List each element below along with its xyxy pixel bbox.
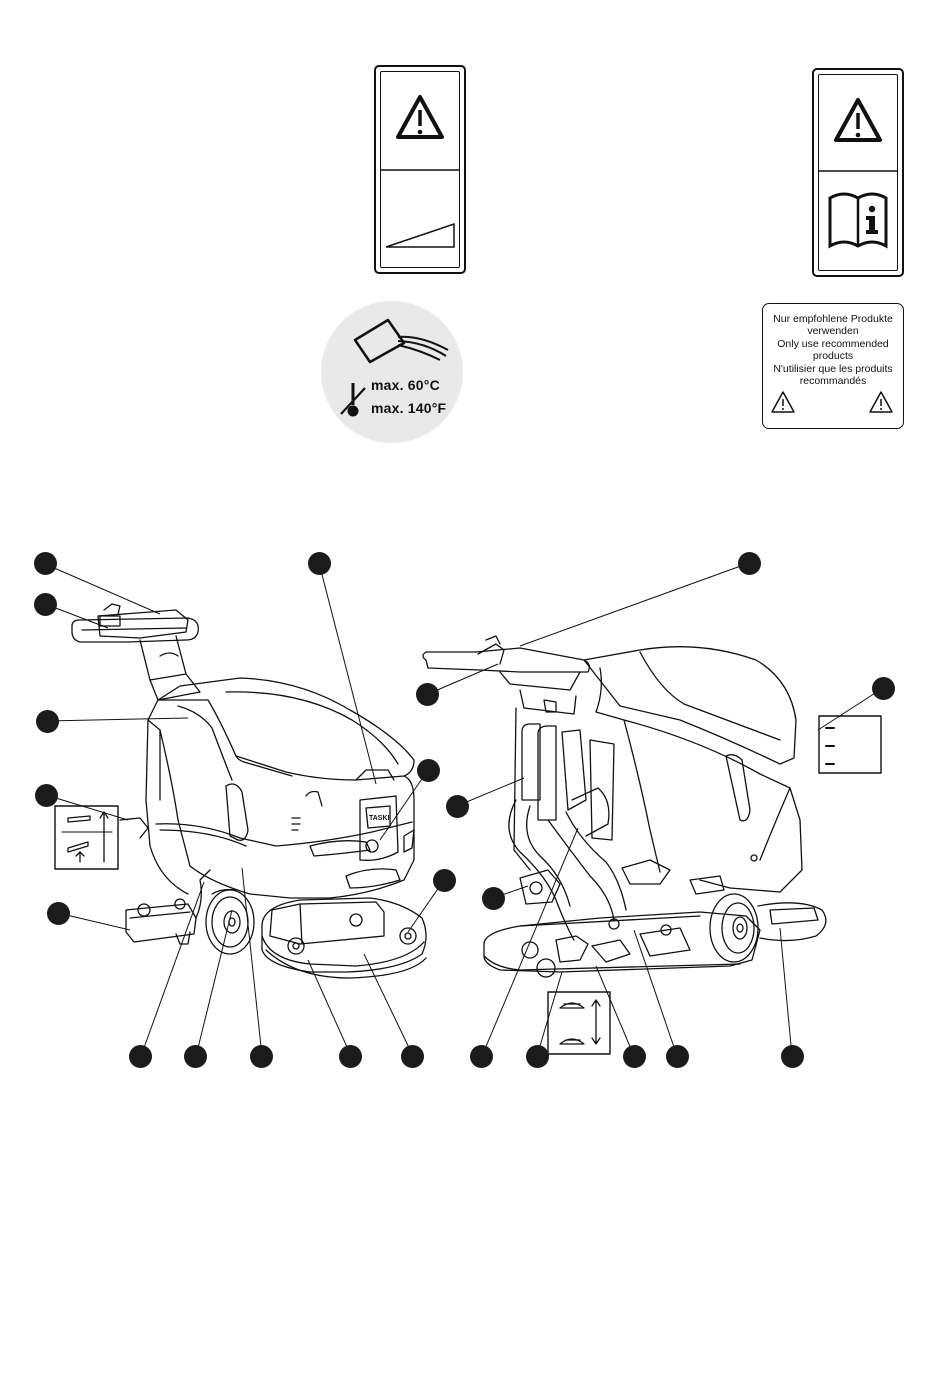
- callout-marker: [417, 759, 440, 782]
- callout-marker: [308, 552, 331, 575]
- callout-marker: [446, 795, 469, 818]
- callout-marker: [401, 1045, 424, 1068]
- callout-marker: [36, 710, 59, 733]
- callout-marker: [184, 1045, 207, 1068]
- callout-marker: [623, 1045, 646, 1068]
- callout-marker: [35, 784, 58, 807]
- callout-marker: [781, 1045, 804, 1068]
- callout-marker: [470, 1045, 493, 1068]
- callout-marker: [666, 1045, 689, 1068]
- callout-marker: [433, 869, 456, 892]
- callout-marker: [129, 1045, 152, 1068]
- callout-marker: [482, 887, 505, 910]
- callout-marker: [526, 1045, 549, 1068]
- machine-brand-badge: TASKI: [369, 815, 390, 822]
- callout-marker: [872, 677, 895, 700]
- callout-marker: [416, 683, 439, 706]
- left-machine: [55, 604, 426, 978]
- callout-marker: [47, 902, 70, 925]
- callout-marker: [34, 593, 57, 616]
- callout-marker: [738, 552, 761, 575]
- callout-marker: [34, 552, 57, 575]
- right-machine: [423, 636, 881, 1054]
- callout-marker: [250, 1045, 273, 1068]
- callout-marker: [339, 1045, 362, 1068]
